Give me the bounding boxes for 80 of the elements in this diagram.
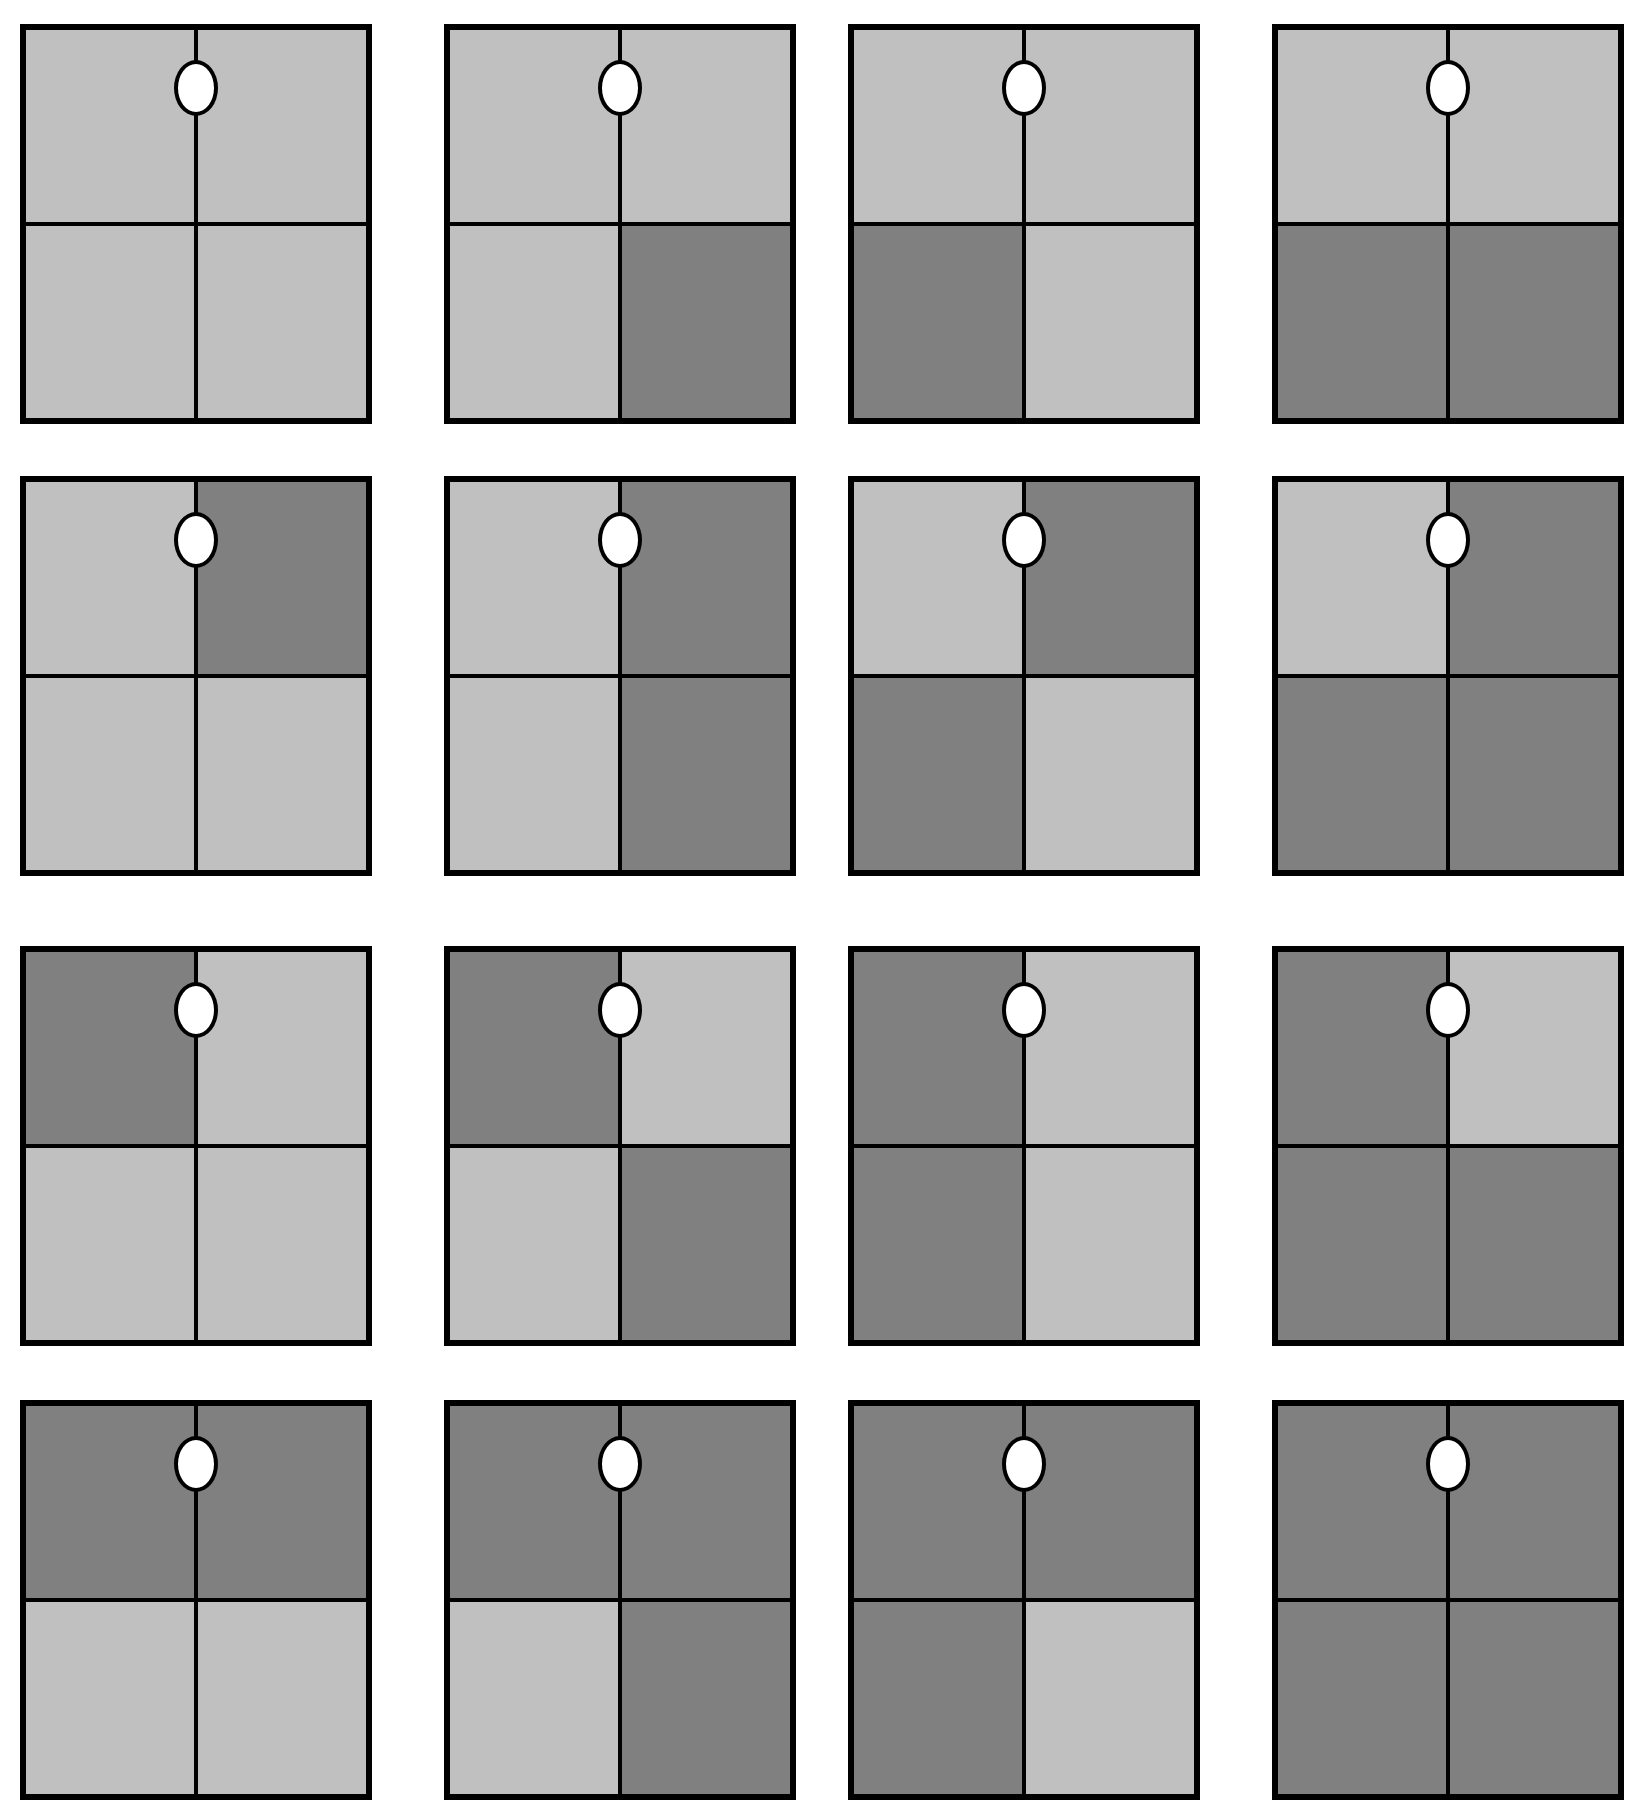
quadrant bbox=[1448, 1146, 1620, 1342]
quadrant bbox=[448, 1146, 620, 1342]
quadrant bbox=[196, 480, 368, 676]
grid-square bbox=[1272, 946, 1624, 1346]
quadrant bbox=[24, 950, 196, 1146]
quadrant bbox=[1276, 1146, 1448, 1342]
quadrant bbox=[620, 480, 792, 676]
quadrant bbox=[196, 1404, 368, 1600]
quadrant bbox=[852, 1600, 1024, 1796]
quadrant bbox=[1024, 950, 1196, 1146]
quadrant bbox=[620, 676, 792, 872]
grid-square bbox=[1272, 1400, 1624, 1800]
grid-square bbox=[20, 24, 372, 424]
quadrant bbox=[24, 676, 196, 872]
quadrant bbox=[448, 676, 620, 872]
quadrant bbox=[196, 676, 368, 872]
grid-square bbox=[1272, 24, 1624, 424]
quadrant bbox=[1448, 1600, 1620, 1796]
grid-square bbox=[20, 946, 372, 1346]
quadrant bbox=[620, 28, 792, 224]
quadrant bbox=[1276, 676, 1448, 872]
quadrant bbox=[196, 950, 368, 1146]
quadrant bbox=[1024, 480, 1196, 676]
quadrant bbox=[448, 1404, 620, 1600]
quadrant bbox=[196, 224, 368, 420]
grid-square bbox=[444, 946, 796, 1346]
grid-square bbox=[444, 476, 796, 876]
quadrant bbox=[1276, 28, 1448, 224]
quadrant bbox=[1024, 1146, 1196, 1342]
quadrant bbox=[1448, 224, 1620, 420]
quadrant bbox=[1448, 950, 1620, 1146]
quadrant bbox=[852, 950, 1024, 1146]
grid-square bbox=[848, 1400, 1200, 1800]
quadrant bbox=[852, 28, 1024, 224]
quadrant bbox=[24, 480, 196, 676]
grid-square bbox=[444, 1400, 796, 1800]
quadrant bbox=[852, 224, 1024, 420]
quadrant bbox=[24, 1404, 196, 1600]
quadrant bbox=[1448, 480, 1620, 676]
quadrant bbox=[196, 1600, 368, 1796]
quadrant bbox=[1448, 676, 1620, 872]
quadrant bbox=[1448, 1404, 1620, 1600]
quadrant bbox=[620, 1600, 792, 1796]
grid-square bbox=[848, 476, 1200, 876]
grid-square bbox=[848, 24, 1200, 424]
quadrant bbox=[1024, 28, 1196, 224]
quadrant bbox=[1024, 1404, 1196, 1600]
quadrant bbox=[1024, 676, 1196, 872]
grid-square bbox=[1272, 476, 1624, 876]
grid-square bbox=[20, 476, 372, 876]
quadrant bbox=[620, 1404, 792, 1600]
quadrant bbox=[448, 950, 620, 1146]
quadrant bbox=[620, 224, 792, 420]
grid-square bbox=[20, 1400, 372, 1800]
quadrant bbox=[1276, 1600, 1448, 1796]
quadrant bbox=[24, 1146, 196, 1342]
quadrant bbox=[1276, 1404, 1448, 1600]
quadrant bbox=[1448, 28, 1620, 224]
quadrant bbox=[448, 28, 620, 224]
quadrant bbox=[1024, 224, 1196, 420]
quadrant bbox=[1276, 480, 1448, 676]
quadrant bbox=[196, 28, 368, 224]
quadrant bbox=[852, 1146, 1024, 1342]
quadrant bbox=[448, 224, 620, 420]
quadrant bbox=[1276, 950, 1448, 1146]
quadrant bbox=[24, 1600, 196, 1796]
quadrant bbox=[852, 676, 1024, 872]
quadrant bbox=[448, 480, 620, 676]
quadrant bbox=[448, 1600, 620, 1796]
grid-square bbox=[444, 24, 796, 424]
quadrant bbox=[1276, 224, 1448, 420]
quadrant bbox=[1024, 1600, 1196, 1796]
quadrant bbox=[24, 28, 196, 224]
quadrant bbox=[852, 480, 1024, 676]
quadrant bbox=[620, 1146, 792, 1342]
grid-square bbox=[848, 946, 1200, 1346]
quadrant bbox=[852, 1404, 1024, 1600]
quadrant bbox=[196, 1146, 368, 1342]
quadrant bbox=[24, 224, 196, 420]
quadrant bbox=[620, 950, 792, 1146]
